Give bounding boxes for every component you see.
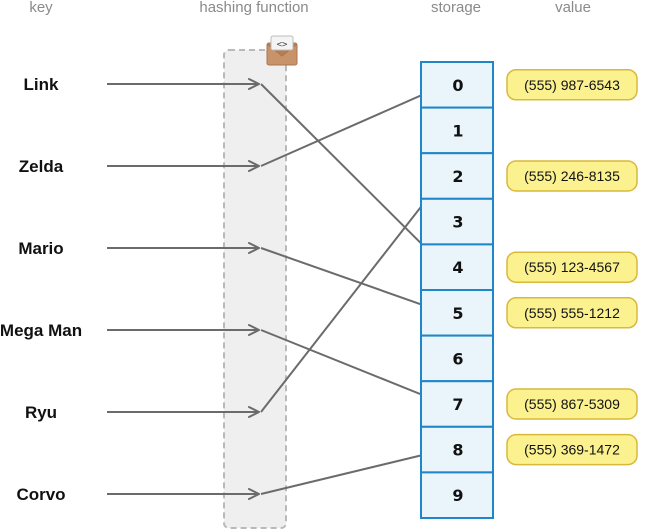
hash-arrow-2 <box>260 247 446 316</box>
key-label-5: Corvo <box>16 485 65 504</box>
key-label-3: Mega Man <box>0 321 82 340</box>
storage-index-7: 7 <box>452 395 463 414</box>
storage-slot-1 <box>420 106 494 155</box>
storage-array: 0 1 2 3 4 5 6 7 8 9 <box>420 61 494 519</box>
arrows-layer <box>107 78 446 500</box>
storage-index-9: 9 <box>452 486 463 505</box>
storage-slot-5 <box>420 289 494 337</box>
header-value: value <box>555 0 591 16</box>
storage-index-5: 5 <box>452 304 463 323</box>
storage-slot-9 <box>420 471 494 519</box>
value-text-5: (555) 369-1472 <box>524 442 620 458</box>
key-label-1: Zelda <box>19 157 64 176</box>
storage-slot-8 <box>420 425 494 474</box>
key-label-0: Link <box>24 75 59 94</box>
storage-index-2: 2 <box>452 167 463 186</box>
hash-arrow-1 <box>260 83 446 167</box>
storage-slot-7 <box>420 380 494 428</box>
storage-index-0: 0 <box>452 76 463 95</box>
hash-arrow-3 <box>260 329 446 406</box>
value-bubble-0 <box>506 69 638 101</box>
hashing-function-box <box>223 49 287 529</box>
value-text-2: (555) 123-4567 <box>524 259 620 275</box>
hash-arrow-4 <box>260 175 446 413</box>
value-bubble-4 <box>506 388 638 420</box>
hash-arrow-0 <box>260 83 446 269</box>
value-text-0: (555) 987-6543 <box>524 77 620 93</box>
values-layer: (555) 987-6543 (555) 246-8135 (555) 123-45… <box>506 69 638 466</box>
storage-index-4: 4 <box>452 258 463 277</box>
storage-index-1: 1 <box>452 121 463 140</box>
value-bubble-2 <box>506 251 638 283</box>
storage-slot-6 <box>420 334 494 383</box>
header-key: key <box>29 0 53 16</box>
storage-index-3: 3 <box>452 213 463 232</box>
svg-text:<>: <> <box>277 40 288 50</box>
value-bubble-5 <box>506 433 638 466</box>
key-label-2: Mario <box>18 239 63 258</box>
value-text-1: (555) 246-8135 <box>524 168 620 184</box>
value-text-3: (555) 555-1212 <box>524 305 620 321</box>
storage-slot-4 <box>420 243 494 291</box>
storage-index-8: 8 <box>452 441 463 460</box>
storage-slot-0 <box>420 61 494 109</box>
envelope-code-icon: <> <box>266 35 298 66</box>
storage-slot-3 <box>420 197 494 246</box>
value-text-4: (555) 867-5309 <box>524 396 620 412</box>
value-bubble-1 <box>506 160 638 192</box>
storage-slot-2 <box>420 152 494 200</box>
storage-index-6: 6 <box>452 349 463 368</box>
header-storage: storage <box>431 0 481 16</box>
key-label-4: Ryu <box>25 403 57 422</box>
hash-arrow-5 <box>260 446 446 495</box>
value-bubble-3 <box>506 297 638 329</box>
header-hashing-function: hashing function <box>199 0 308 16</box>
